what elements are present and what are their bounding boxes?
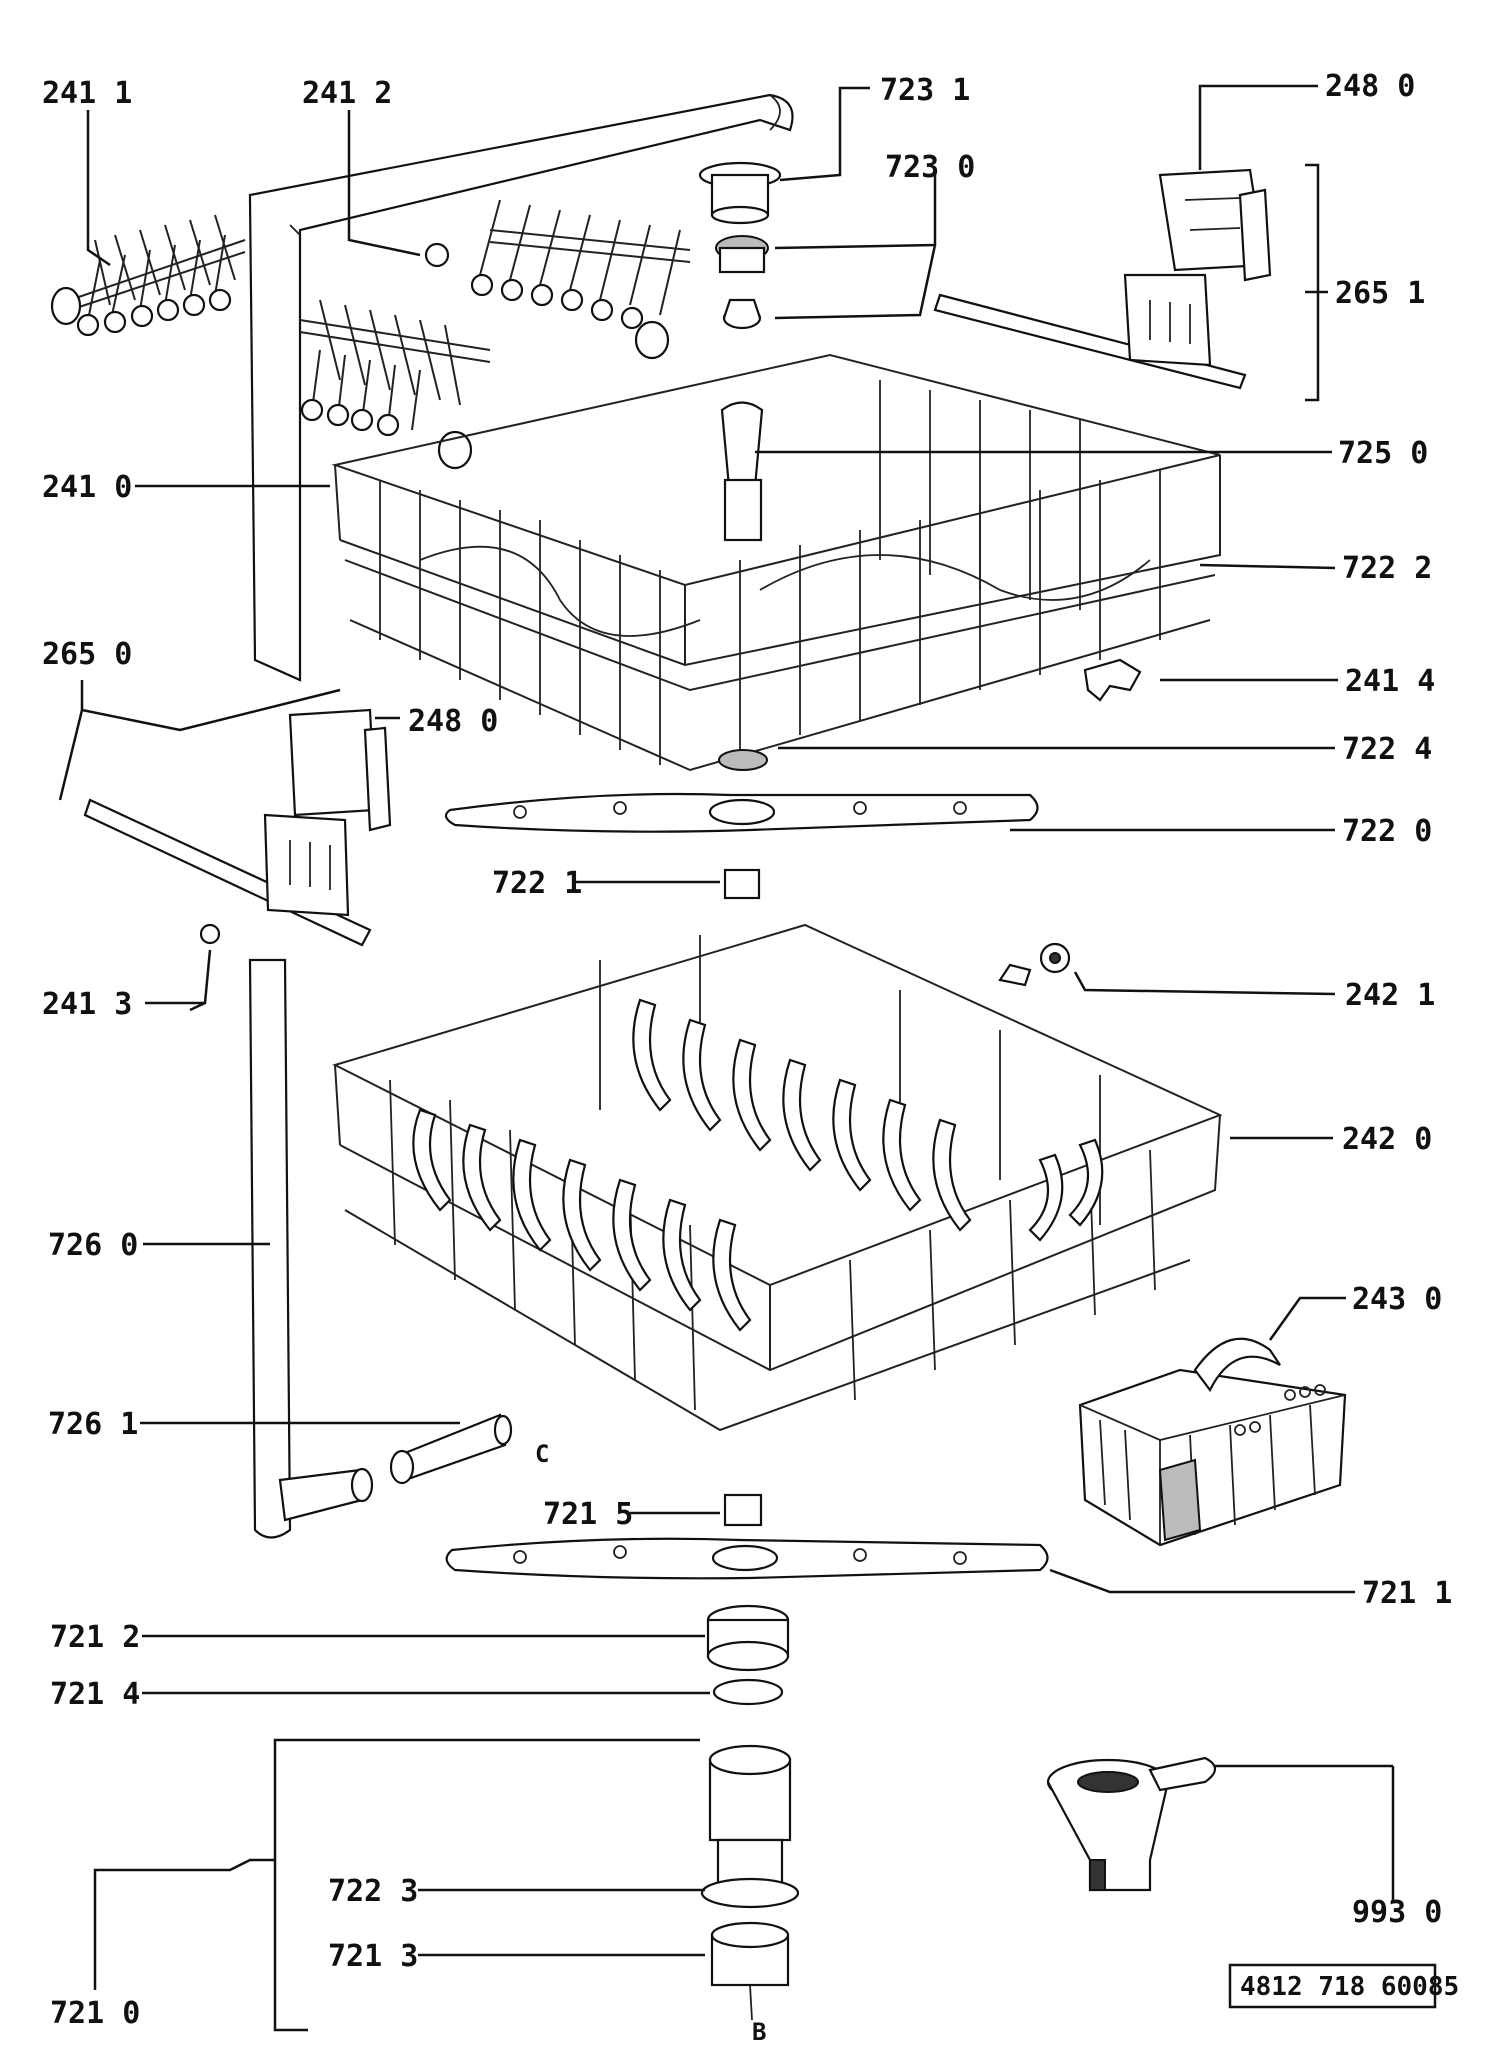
drawing-number: 4812 718 60085 [1240, 1972, 1459, 2002]
label-243-0: 243 0 [1352, 1282, 1442, 1317]
label-265-1: 265 1 [1335, 276, 1425, 311]
label-241-1: 241 1 [42, 76, 132, 111]
label-726-1: 726 1 [48, 1407, 138, 1442]
label-721-5: 721 5 [543, 1497, 633, 1532]
label-721-0: 721 0 [50, 1996, 140, 2031]
upper-rail-arm [248, 93, 794, 682]
label-c: C [535, 1440, 549, 1468]
cutlery-basket [1078, 1337, 1347, 1547]
sump-assembly [700, 1744, 800, 2021]
label-242-1: 242 1 [1345, 978, 1435, 1013]
top-spray-hub [698, 161, 782, 771]
parts-drawing [50, 93, 1347, 2021]
leader-lines [58, 84, 1395, 2032]
part-labels: 241 1 241 2 723 1 723 0 248 0 265 1 241 … [42, 69, 1452, 2046]
label-248-0-top: 248 0 [1325, 69, 1415, 104]
lower-basket [332, 923, 1223, 1432]
rail-stop-bracket-right [933, 168, 1272, 390]
label-721-2: 721 2 [50, 1620, 140, 1655]
label-721-3: 721 3 [328, 1939, 418, 1974]
label-993-0: 993 0 [1352, 1895, 1442, 1930]
upper-basket [331, 353, 1221, 772]
salt-funnel [1046, 1756, 1217, 1892]
label-722-1: 722 1 [492, 866, 582, 901]
label-241-0: 241 0 [42, 470, 132, 505]
label-726-0: 726 0 [48, 1228, 138, 1263]
label-723-1: 723 1 [880, 73, 970, 108]
rail-stop-bracket-left [83, 708, 392, 947]
label-241-3: 241 3 [42, 987, 132, 1022]
upper-tine-rows [50, 199, 691, 470]
label-248-0-left: 248 0 [408, 704, 498, 739]
label-721-1: 721 1 [1362, 1576, 1452, 1611]
label-723-0: 723 0 [885, 150, 975, 185]
upper-spray-arm [444, 792, 1039, 900]
label-241-2: 241 2 [302, 76, 392, 111]
label-265-0: 265 0 [42, 637, 132, 672]
label-721-4: 721 4 [50, 1677, 140, 1712]
label-722-2: 722 2 [1342, 551, 1432, 586]
label-722-4: 722 4 [1342, 732, 1432, 767]
label-241-4: 241 4 [1345, 664, 1435, 699]
label-725-0: 725 0 [1338, 436, 1428, 471]
label-722-0: 722 0 [1342, 814, 1432, 849]
drawing-number-box: 4812 718 60085 [1228, 1963, 1459, 2009]
basket-clip [1083, 658, 1142, 702]
supply-tube [248, 958, 513, 1539]
label-b: B [752, 2018, 766, 2046]
label-242-0: 242 0 [1342, 1122, 1432, 1157]
label-722-3: 722 3 [328, 1874, 418, 1909]
lower-spray-arm [445, 1493, 1049, 1706]
